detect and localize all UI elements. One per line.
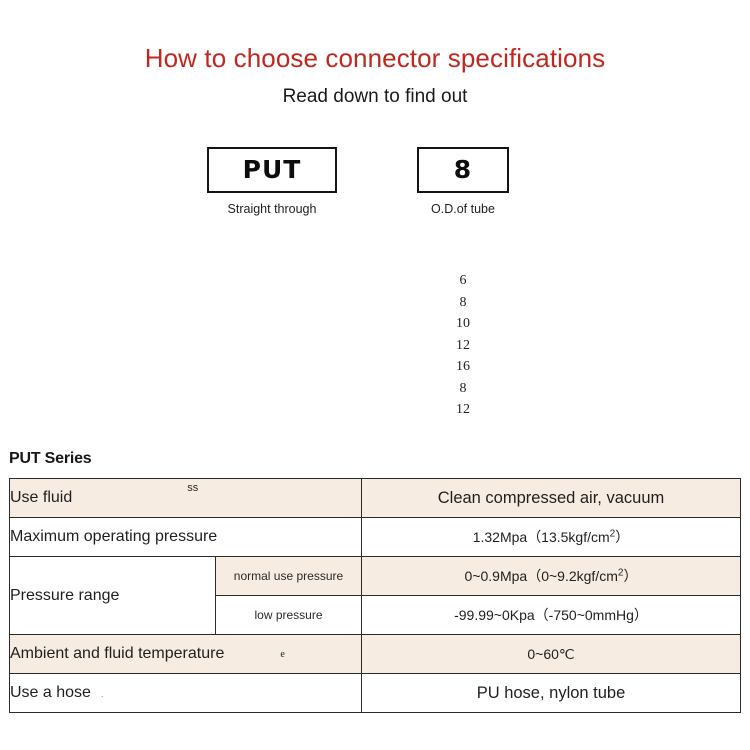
scan-artifact-glyph: e <box>280 649 285 660</box>
tube-od-code-box[interactable]: 8 <box>417 146 509 193</box>
page-header: How to choose connector specifications R… <box>0 0 750 109</box>
list-item[interactable]: 8 <box>459 294 467 310</box>
part-number-selector: PUT Straight through 8 O.D.of tube <box>0 146 750 233</box>
value-paren-open: （13.5kgf/cm <box>527 529 610 545</box>
selector-group-series: PUT Straight through <box>207 146 337 216</box>
list-item[interactable]: 8 <box>459 380 467 396</box>
spec-table-heading: PUT Series <box>9 450 92 467</box>
table-row: Pressure range normal use pressure 0~0.9… <box>9 556 741 635</box>
spec-label-max-operating-pressure: Maximum operating pressure ss <box>9 482 362 557</box>
list-item[interactable]: 16 <box>456 359 470 374</box>
spec-sublabel-low-pressure: low pressure <box>215 595 362 635</box>
series-code-caption: Straight through <box>227 201 317 216</box>
list-item[interactable]: 10 <box>456 316 470 331</box>
list-item[interactable]: 12 <box>456 337 470 353</box>
spec-label-text: Ambient and fluid temperature <box>10 645 225 662</box>
spec-label-text: Maximum operating pressure <box>10 528 218 545</box>
table-row: Ambient and fluid temperature e 0~60℃ <box>9 634 741 674</box>
spec-value-max-operating-pressure: 1.32Mpa（13.5kgf/cm2） <box>361 517 741 557</box>
spec-value-normal-use-pressure: 0~0.9Mpa（0~9.2kgf/cm2） <box>361 556 741 596</box>
scan-artifact-glyph: . <box>100 689 104 699</box>
spec-table: Use fluid Clean compressed air, vacuum M… <box>9 478 741 713</box>
spec-label-use-a-hose: Use a hose. <box>9 673 362 713</box>
spec-sublabel-normal-use-pressure: normal use pressure <box>215 556 362 596</box>
value-paren-open: （0~9.2kgf/cm <box>527 568 618 584</box>
series-code-box[interactable]: PUT <box>207 146 337 193</box>
spec-label-use-fluid: Use fluid <box>9 478 362 518</box>
value-superscript: 2 <box>609 528 616 540</box>
page-subtitle: Read down to find out <box>282 85 468 107</box>
spec-label-ambient-fluid-temperature: Ambient and fluid temperature e <box>9 634 362 674</box>
spec-value-ambient-fluid-temperature: 0~60℃ <box>361 634 741 674</box>
spec-label-text: Use a hose <box>10 684 91 701</box>
spec-label-pressure-range: Pressure range <box>9 556 216 635</box>
scan-artifact-glyph: ss <box>187 482 199 494</box>
value-paren-close: ） <box>623 568 638 584</box>
page-title: How to choose connector specifications <box>144 43 606 73</box>
list-item[interactable]: 12 <box>456 402 470 417</box>
table-row: Use a hose. PU hose, nylon tube <box>9 673 741 713</box>
spec-value-use-fluid: Clean compressed air, vacuum <box>361 478 741 518</box>
selector-group-tube-od: 8 O.D.of tube <box>417 146 509 216</box>
value-main: 1.32Mpa <box>472 529 528 545</box>
table-row: Use fluid Clean compressed air, vacuum <box>9 478 741 518</box>
spec-table-container: Use fluid Clean compressed air, vacuum M… <box>9 478 741 713</box>
tube-size-options: 6 8 10 12 16 8 12 <box>417 270 509 421</box>
value-paren-close: ） <box>615 529 630 545</box>
list-item[interactable]: 6 <box>459 273 467 288</box>
spec-value-use-a-hose: PU hose, nylon tube <box>361 673 741 713</box>
value-main: 0~0.9Mpa <box>464 568 528 584</box>
spec-value-low-pressure: -99.99~0Kpa（-750~0mmHg） <box>361 595 741 635</box>
value-superscript: 2 <box>617 567 624 579</box>
tube-od-code-caption: O.D.of tube <box>431 201 495 216</box>
table-row: Maximum operating pressure ss 1.32Mpa（13.… <box>9 482 741 557</box>
